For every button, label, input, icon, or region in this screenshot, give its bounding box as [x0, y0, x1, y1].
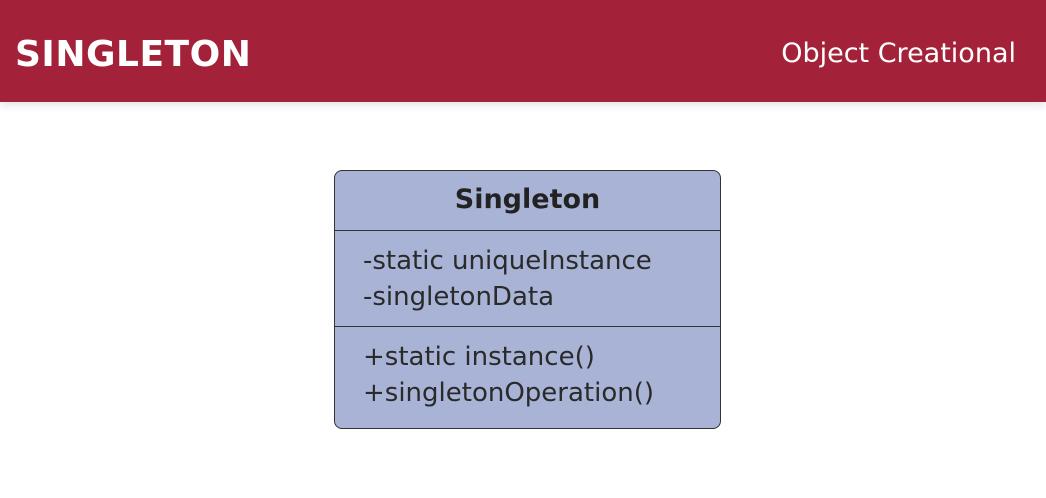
attribute-singleton-data: -singletonData [363, 282, 555, 312]
uml-class-box: Singleton -static uniqueInstance -single… [334, 170, 721, 429]
class-attributes: -static uniqueInstance -singletonData [335, 231, 720, 327]
class-name: Singleton [335, 171, 720, 231]
operation-instance: +static instance() [363, 342, 595, 372]
attribute-unique-instance: -static uniqueInstance [363, 246, 652, 276]
pattern-header: SINGLETON Object Creational [0, 0, 1046, 102]
operation-singleton-operation: +singletonOperation() [363, 378, 655, 408]
pattern-category: Object Creational [781, 38, 1016, 69]
pattern-name: SINGLETON [15, 34, 252, 75]
class-operations: +static instance() +singletonOperation() [335, 327, 720, 411]
